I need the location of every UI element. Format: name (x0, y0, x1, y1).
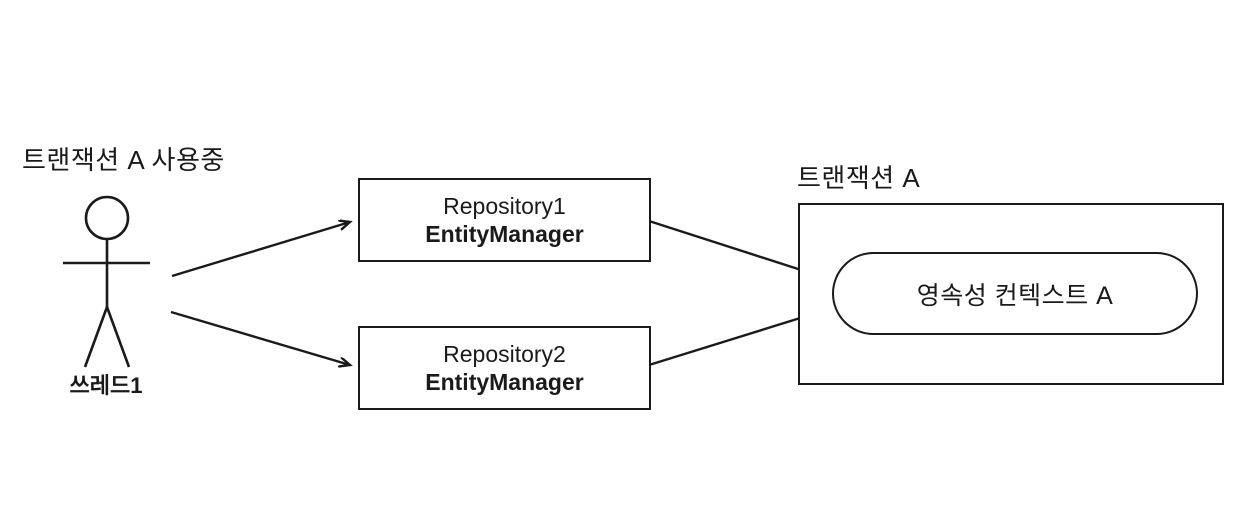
actor-right-leg (105, 306, 131, 368)
node-repository2: Repository2 EntityManager (358, 326, 651, 410)
repository1-entitymanager-label: EntityManager (425, 221, 584, 247)
node-repository1: Repository1 EntityManager (358, 178, 651, 262)
actor-head (84, 195, 130, 241)
actor-figure-icon (63, 195, 150, 368)
transaction-a-label: 트랜잭션 A (797, 163, 921, 193)
actor-name-label: 쓰레드1 (69, 373, 143, 398)
actor-left-leg (83, 306, 109, 368)
transaction-in-use-note: 트랜잭션 A 사용중 (22, 145, 225, 175)
repository2-entitymanager-label: EntityManager (425, 369, 584, 395)
repository2-title: Repository2 (443, 340, 566, 367)
arrow-repo2-to-context (648, 310, 826, 367)
repository1-title: Repository1 (443, 192, 566, 219)
arrow-repo1-to-context (648, 219, 826, 278)
node-persistence-context-a: 영속성 컨텍스트 A (832, 252, 1198, 335)
arrow-actor-to-repo1 (171, 222, 350, 278)
arrow-actor-to-repo2 (170, 310, 350, 365)
persistence-context-a-label: 영속성 컨텍스트 A (916, 281, 1114, 310)
